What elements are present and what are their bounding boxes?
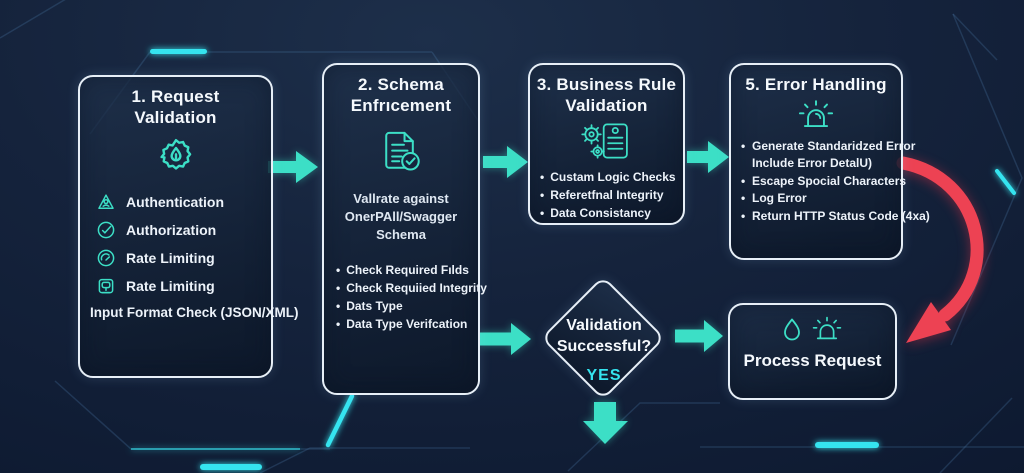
step-business-rule-validation: 3. Business Rule Validation Custam Logic… — [528, 63, 685, 225]
bullet-dot: • — [741, 173, 746, 188]
list-item: Custam Logic Checks — [540, 168, 683, 186]
process-icons — [730, 315, 895, 345]
list-item-label: Rate Limiting — [126, 278, 215, 295]
arrow-decision-to-process — [675, 320, 723, 352]
list-item-label: Authentication — [126, 194, 224, 211]
siren-icon — [812, 316, 841, 340]
card-reader-icon — [98, 279, 114, 294]
list-item: Dats Type — [336, 297, 478, 315]
list-item: Check Requiied Integrity — [336, 279, 487, 297]
step-arrows — [268, 141, 729, 444]
step1-checklist: Authentication Authorization Rate Limiti… — [80, 188, 271, 300]
input-format-note: Input Format Check (JSON/XML) — [90, 305, 299, 321]
process-request-box: Process Request — [728, 303, 897, 400]
siren-icon — [731, 98, 901, 134]
step-error-handling: 5. Error Handling • Generate Standaridze… — [729, 63, 930, 260]
step-request-validation: 1. Request Validation Authentication Aut… — [78, 75, 299, 378]
check-circle-icon — [97, 222, 115, 239]
process-label: Process Request — [743, 351, 882, 370]
list-item: Data Type Verifcation — [336, 315, 478, 333]
warning-triangle-icon — [98, 194, 114, 210]
step2-title: 2. Schema Enfrıcement — [350, 75, 452, 115]
list-item-label: Escape Spocial Characters — [752, 173, 907, 188]
list-item-label: Return HTTP Status Code (4xa) — [752, 208, 930, 223]
list-item-label: Generate Standaridzed Error Include Erro… — [752, 138, 916, 171]
document-check-icon — [324, 128, 478, 178]
list-item: • Generate Standaridzed Error Include Er… — [741, 138, 915, 173]
list-item: Rate Limiting — [96, 244, 271, 272]
droplet-icon — [783, 318, 800, 341]
step1-title: 1. Request Validation — [131, 87, 220, 127]
bullet-dot: • — [741, 138, 746, 153]
step-schema-enforcement: 2. Schema Enfrıcement Vallrate against O… — [322, 63, 487, 395]
decision-question: Validation Successful? — [556, 317, 652, 355]
list-item: • Log Error — [741, 190, 901, 208]
yes-label: YES — [586, 367, 622, 384]
seal-badge-icon — [80, 136, 271, 178]
arrow-step3-to-step5 — [687, 141, 729, 173]
list-item-label: Log Error — [752, 191, 807, 206]
step3-checklist: Custam Logic Checks Referetfnal Integrit… — [530, 168, 683, 222]
step2-checklist: Check Required Fılds Check Requiied Inte… — [324, 261, 487, 333]
list-item: • Return HTTP Status Code (4xa) — [741, 208, 930, 226]
arrow-step2-to-decision — [480, 323, 531, 355]
list-item-label: Rate Limiting — [126, 250, 215, 267]
step3-title: 3. Business Rule Validation — [536, 75, 677, 115]
step5-checklist: • Generate Standaridzed Error Include Er… — [731, 138, 930, 226]
list-item: Data Consistancy — [540, 204, 683, 222]
list-item: Rate Limiting — [96, 272, 271, 300]
bullet-dot: • — [741, 208, 746, 223]
list-item: Authentication — [96, 188, 271, 216]
step5-title: 5. Error Handling — [745, 75, 887, 94]
gears-document-icon — [530, 120, 683, 162]
arrow-yes-down — [583, 402, 628, 444]
gauge-icon — [97, 250, 115, 267]
list-item: Authorization — [96, 216, 271, 244]
list-item-label: Authorization — [126, 222, 217, 239]
error-redirect-arrow — [896, 156, 984, 343]
list-item: • Escape Spocial Characters — [741, 173, 906, 191]
arrow-step2-to-step3 — [483, 146, 528, 178]
list-item: Check Required Fılds — [336, 261, 478, 279]
bullet-dot: • — [741, 191, 746, 206]
schema-caption: Vallrate against OnerPAll/Swagger Schema — [344, 191, 458, 242]
list-item: Referetfnal Integrity — [540, 186, 683, 204]
arrow-step1-to-step2 — [268, 151, 318, 183]
